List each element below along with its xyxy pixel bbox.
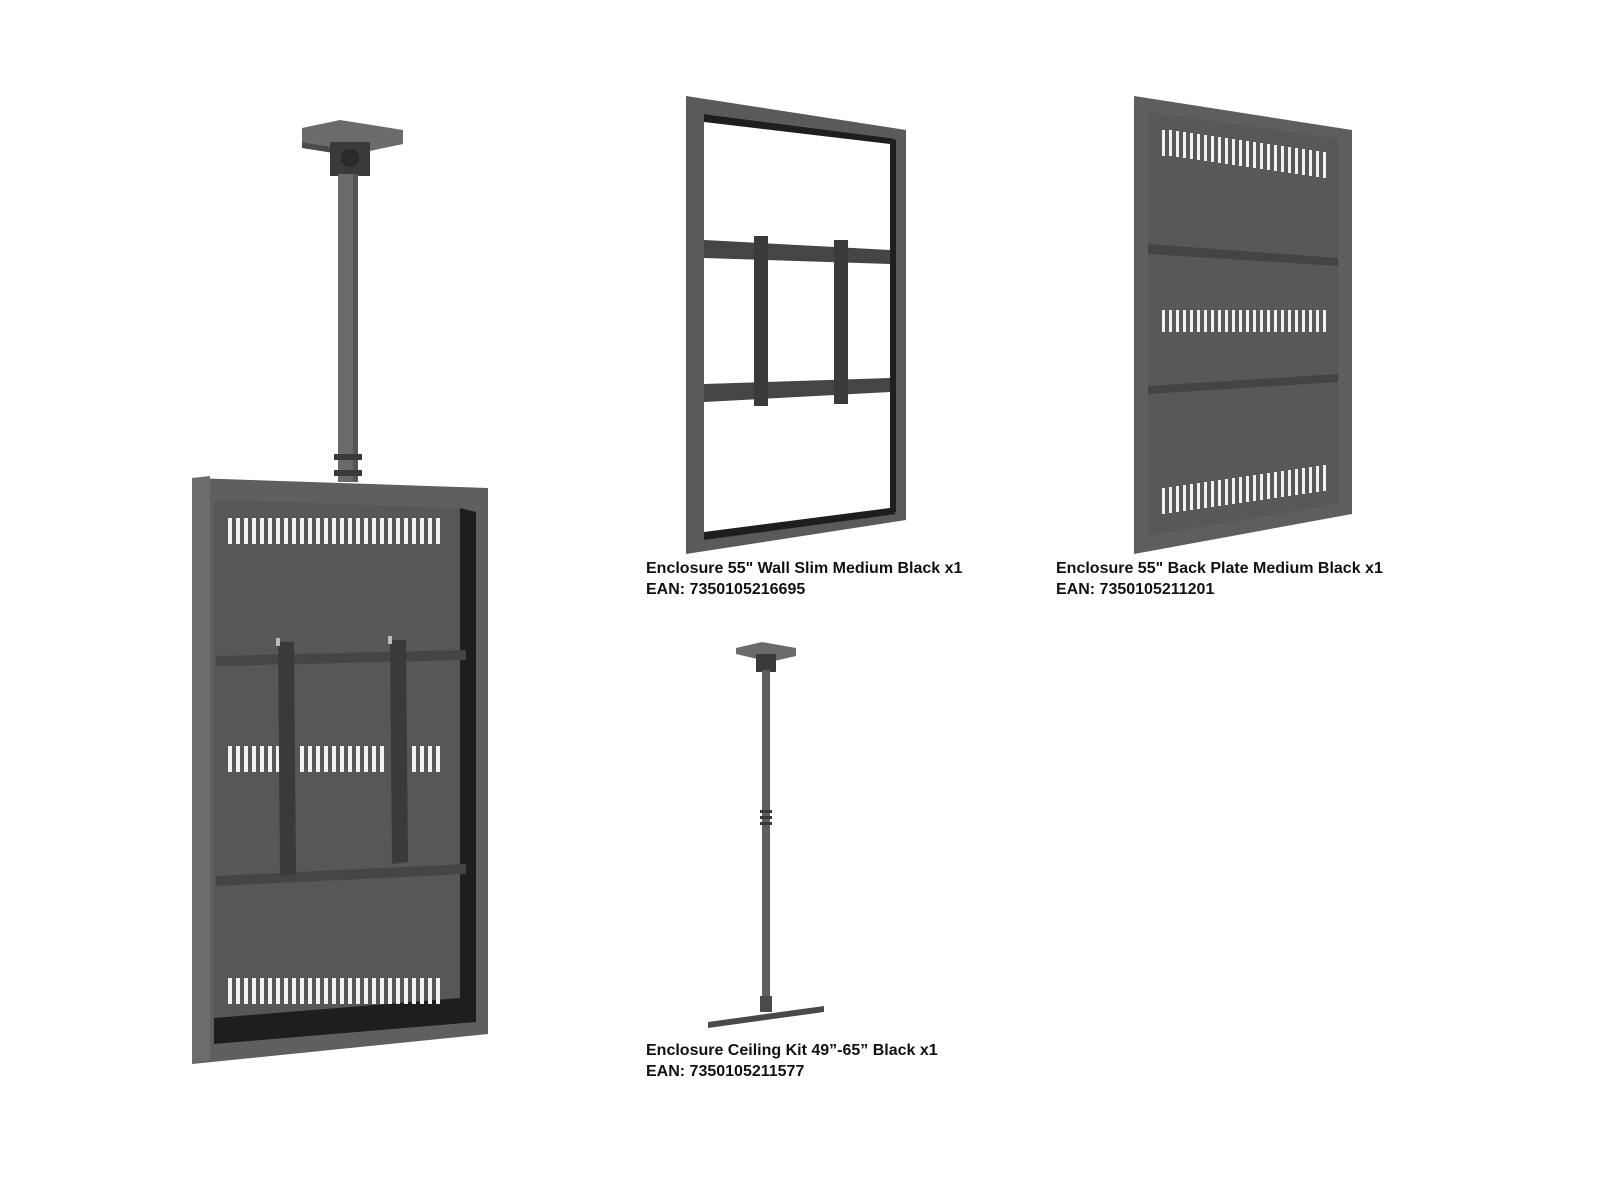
wall-slim-enclosure-image [684, 92, 914, 558]
product-name: Enclosure Ceiling Kit 49”-65” Black x1 [646, 1042, 938, 1059]
ceiling-mounted-enclosure-image [190, 118, 500, 1088]
back-plate-image [1132, 92, 1362, 558]
product-caption-ceiling-kit: Enclosure Ceiling Kit 49”-65” Black x1 E… [646, 1040, 938, 1082]
product-ean: EAN: 7350105211201 [1056, 581, 1215, 598]
ceiling-kit-image [700, 640, 830, 1040]
product-name: Enclosure 55" Back Plate Medium Black x1 [1056, 560, 1383, 577]
product-caption-back-plate: Enclosure 55" Back Plate Medium Black x1… [1056, 558, 1383, 600]
product-caption-wall-slim: Enclosure 55" Wall Slim Medium Black x1 … [646, 558, 962, 600]
product-name: Enclosure 55" Wall Slim Medium Black x1 [646, 560, 963, 577]
product-ean: EAN: 7350105216695 [646, 581, 806, 598]
product-ean: EAN: 7350105211577 [646, 1063, 805, 1080]
